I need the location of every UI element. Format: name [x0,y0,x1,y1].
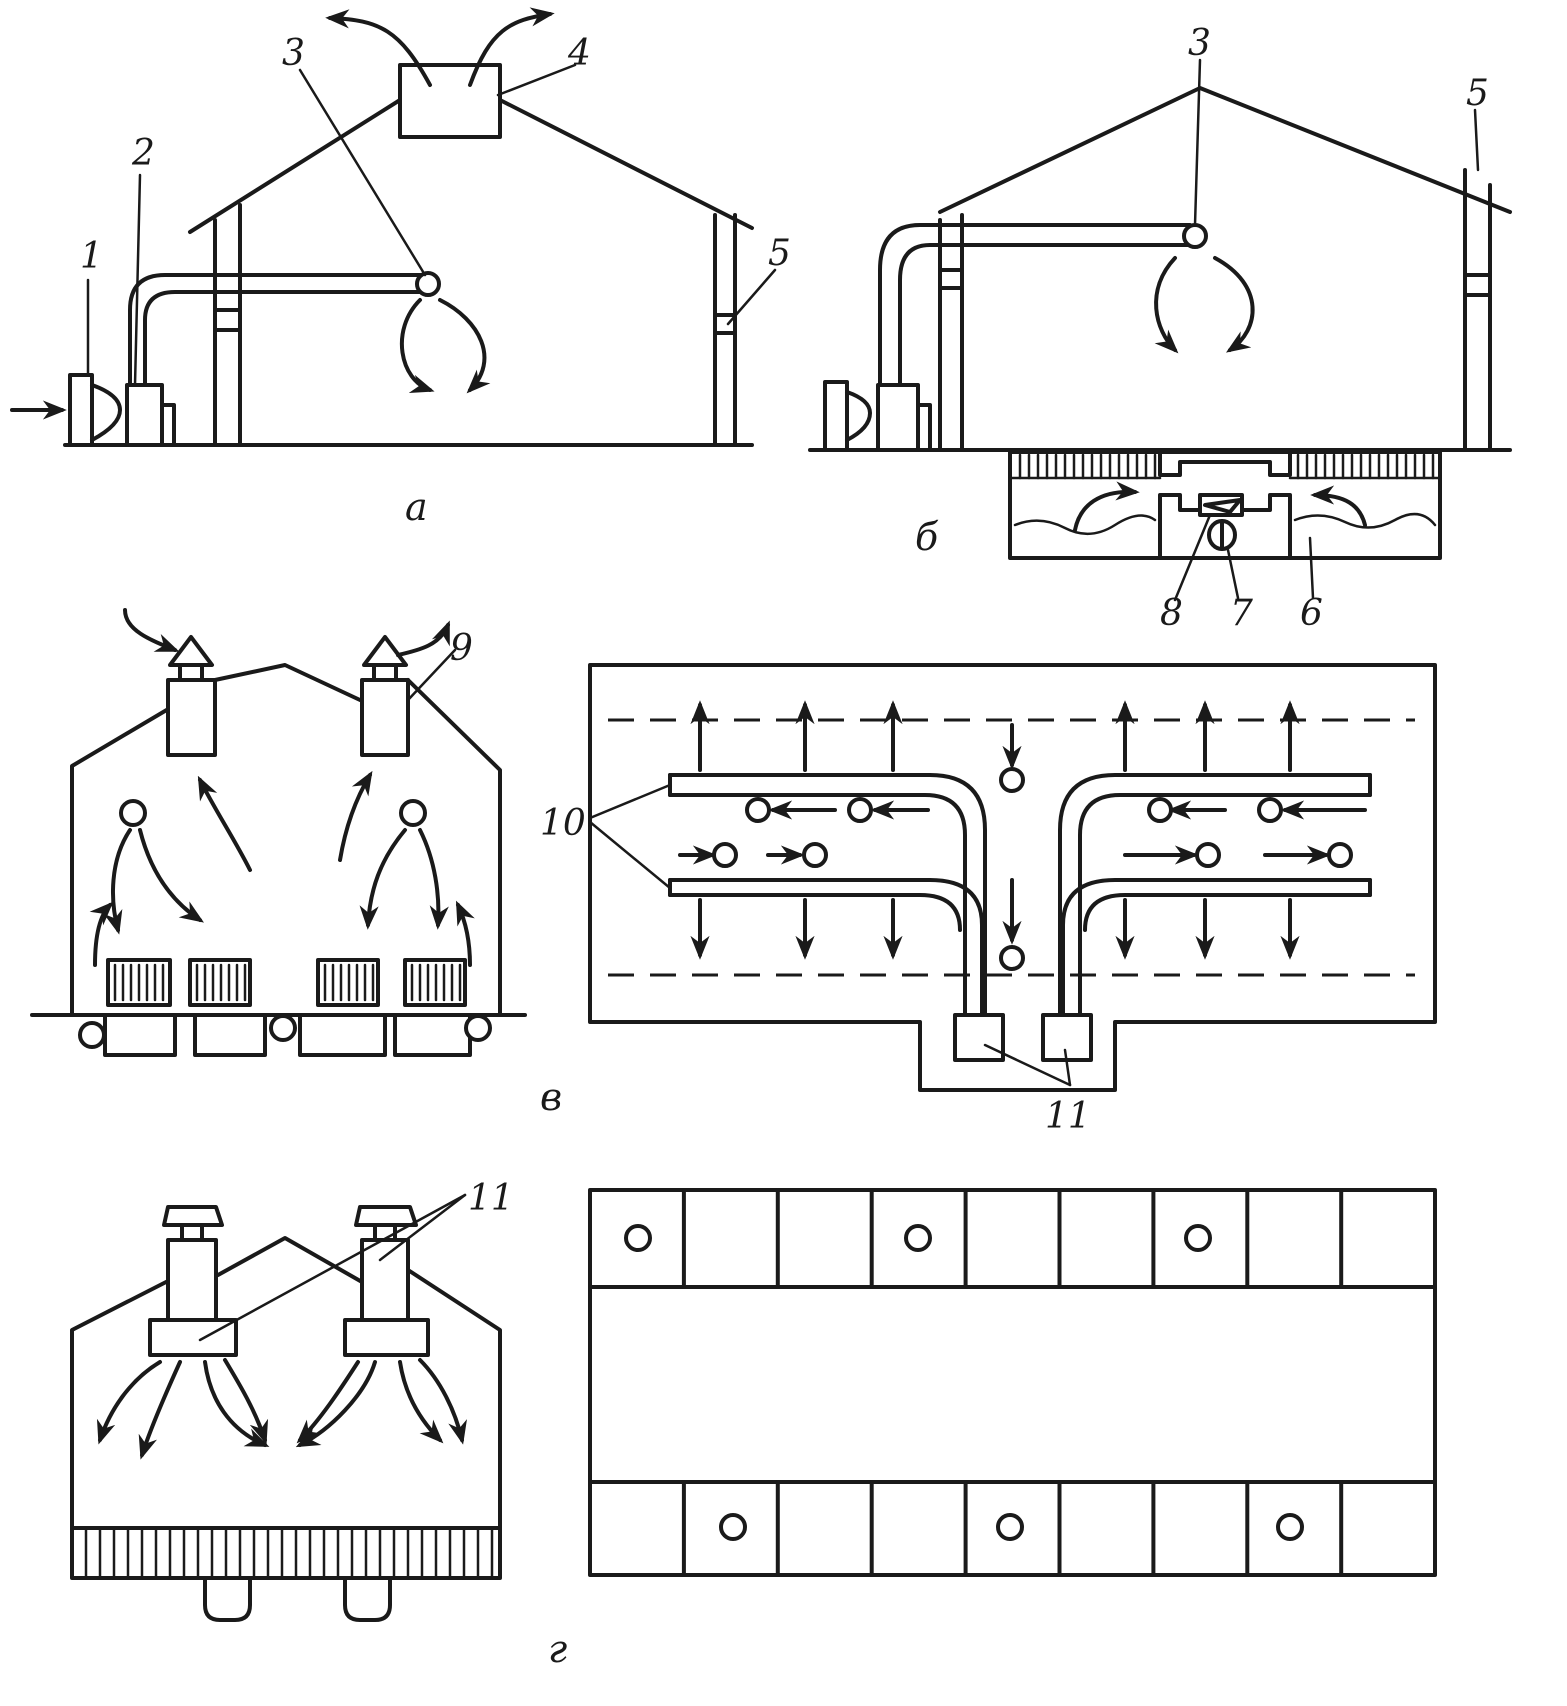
manure-channel-6 [1008,450,1442,560]
unit-11-left [953,1013,1005,1062]
caption-g: г [548,1627,567,1671]
label-5: 5 [768,233,791,274]
panel-v-cross-section: 9 в [30,608,562,1119]
panel-b-building-section: 3 5 6 7 8 б [808,23,1512,634]
label-7: 7 [1230,593,1253,634]
panel-v-plan-view: 10 11 [540,663,1437,1137]
label-6: 6 [1300,593,1323,634]
slatted-floor-g [84,1528,494,1578]
label-9: 9 [450,628,473,669]
label-8: 8 [1160,593,1183,634]
label-3: 3 [282,33,305,74]
label-10: 10 [540,803,586,844]
duct-inner [143,290,427,387]
label-11g: 11 [468,1178,514,1219]
plan-air-arrows [678,700,1367,960]
label-3b: 3 [1188,23,1211,64]
plan-outline [588,663,1437,1092]
chimney-9 [360,678,410,757]
panel-g-plan-view [588,1188,1437,1577]
label-2: 2 [131,133,155,174]
label-1: 1 [80,236,103,277]
fan-1 [68,373,94,447]
nozzle-3 [415,271,441,297]
animal-pens [106,958,467,1007]
caption-b: б [915,515,939,559]
caption-a: а [405,485,428,529]
panel-g-cross-section: 11 г [70,1178,567,1671]
unit-11-right [1041,1013,1093,1062]
caption-v: в [540,1075,562,1119]
label-11: 11 [1045,1096,1091,1137]
heater-2 [125,383,164,447]
exhaust-shaft-4 [398,63,502,139]
shaft-11 [360,1238,410,1322]
grid-columns [681,1188,1344,1577]
roof-left [188,98,402,234]
panel-a-building-section: 1 2 3 4 5 а [10,7,791,529]
label-4: 4 [567,33,591,74]
plan-grid-outline [588,1188,1437,1577]
duct-outer [128,273,427,387]
label-5b: 5 [1466,73,1489,114]
roof-right [498,98,754,230]
slatted-floor-b [1018,453,1435,480]
